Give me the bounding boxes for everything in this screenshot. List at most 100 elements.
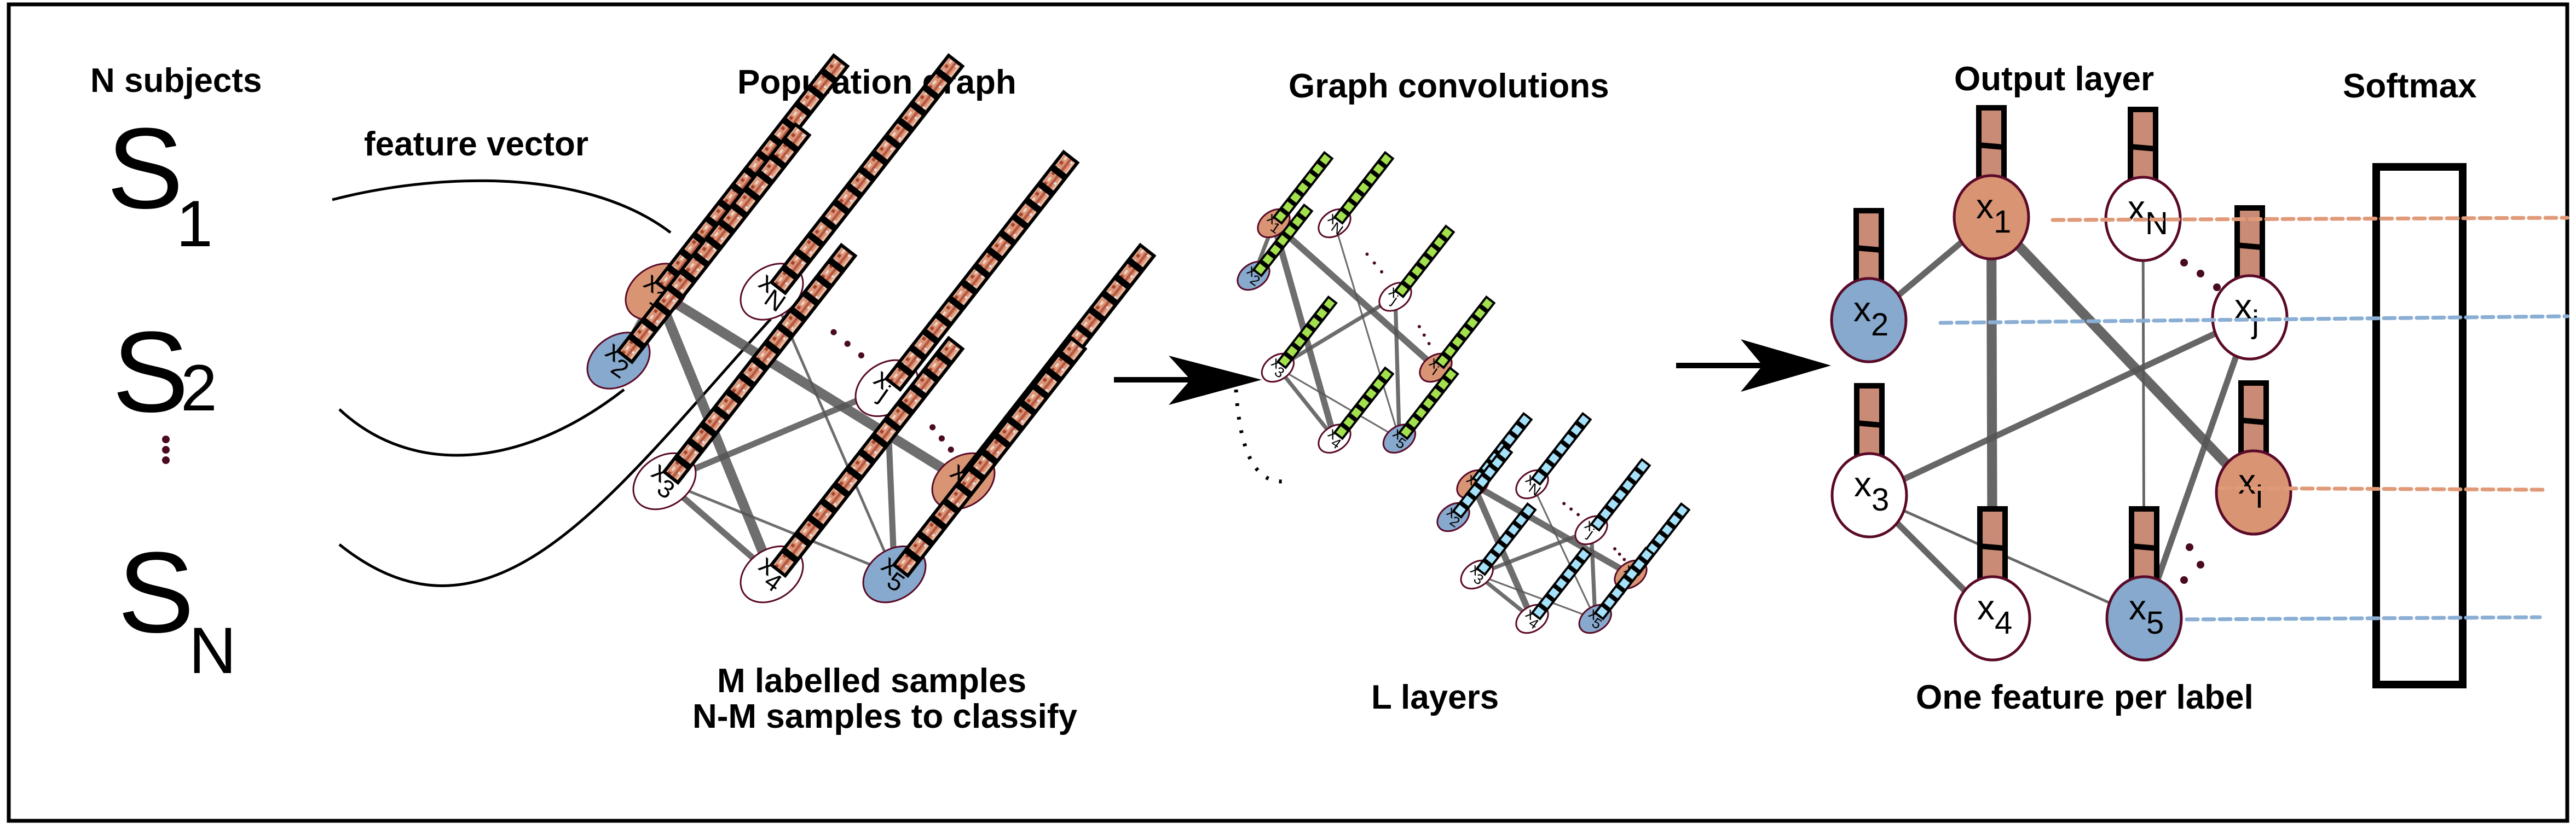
feature-cell	[927, 74, 948, 94]
feature-cell	[1324, 298, 1335, 310]
feature-cell	[743, 362, 764, 382]
feature-cell	[1055, 154, 1076, 175]
feature-cell	[672, 274, 692, 294]
feature-cell	[1423, 398, 1434, 409]
feature-cell	[1285, 225, 1296, 236]
feature-cell	[952, 285, 973, 305]
ellipsis-dot	[938, 435, 945, 442]
feature-cell	[1600, 508, 1612, 519]
feature-cell	[659, 290, 679, 311]
feature-cell	[1478, 562, 1489, 573]
to-classify-caption: N-M samples to classify	[692, 698, 1077, 735]
feature-cell	[812, 504, 833, 525]
feature-cell	[927, 318, 948, 338]
feature-cell	[1604, 597, 1615, 608]
feature-cell	[1373, 379, 1384, 390]
subject-s1: S 1	[107, 104, 213, 260]
feature-cell	[1320, 154, 1331, 165]
feature-cell	[889, 405, 909, 426]
feature-cell	[1556, 578, 1567, 589]
feature-vector-bar	[1452, 444, 1514, 519]
feature-cell	[723, 208, 743, 229]
feature-cell	[1563, 569, 1574, 579]
feature-cell	[1316, 308, 1327, 319]
feature-cell	[1523, 505, 1534, 517]
feature-cell	[914, 90, 935, 111]
feature-cell	[1309, 317, 1320, 328]
feature-cell	[1262, 254, 1274, 265]
node-subscript: 2	[1871, 307, 1888, 343]
feature-vector-bar	[1333, 150, 1395, 225]
feature-cell	[1408, 416, 1419, 428]
class-dashed-line	[2051, 216, 2569, 222]
ellipsis-dot	[948, 447, 954, 453]
feature-cell	[1290, 192, 1301, 203]
node-circle	[2105, 575, 2183, 662]
ellipsis-dot	[1422, 333, 1426, 337]
feature-cell	[973, 455, 994, 476]
feature-cell	[914, 373, 935, 393]
feature-cell	[769, 329, 789, 350]
l-layers-caption: L layers	[1371, 679, 1499, 716]
feature-cell	[1515, 514, 1527, 526]
feature-cell	[1641, 549, 1653, 561]
feature-cell	[684, 258, 704, 278]
node-circle	[1830, 452, 1908, 538]
feature-cell	[1462, 495, 1474, 506]
connector-s1	[332, 179, 672, 234]
feature-cell	[1093, 296, 1113, 317]
feature-cell	[825, 488, 845, 508]
feature-cell	[736, 192, 756, 212]
feature-cell	[965, 269, 986, 289]
ellipsis-dot	[1613, 547, 1617, 551]
feature-cell	[978, 252, 998, 273]
feature-vector-bar	[1272, 150, 1334, 225]
feature-vector-label: feature vector	[364, 125, 588, 163]
feature-vector-bar	[1333, 366, 1395, 440]
feature-cell	[1637, 461, 1648, 472]
feature-cell	[1081, 312, 1101, 333]
feature-cell	[1042, 170, 1062, 191]
ellipsis-dot	[1372, 261, 1376, 265]
output-node-x1: x1	[1953, 105, 2030, 260]
output-feature-divider	[2237, 242, 2263, 250]
graph-edge	[1476, 528, 1592, 577]
output-layer-title: Output layer	[1954, 60, 2154, 98]
feature-cell	[986, 438, 1006, 459]
feature-vector-bar	[1434, 295, 1496, 369]
feature-cell	[794, 296, 815, 317]
connector-sn	[338, 318, 772, 587]
feature-cell	[1358, 182, 1370, 194]
ellipsis-dot	[1618, 552, 1621, 556]
feature-cell	[1106, 280, 1127, 300]
feature-cell	[1626, 569, 1637, 579]
feature-cell	[1541, 462, 1552, 473]
feature-cell	[786, 537, 807, 557]
ellipsis-dot	[1417, 324, 1421, 328]
subject-index: N	[189, 614, 236, 687]
output-feature-divider	[1978, 142, 2005, 150]
node-subscript: 5	[2146, 605, 2164, 641]
feature-cell	[1511, 424, 1523, 436]
feature-cell	[1299, 206, 1310, 218]
feature-cell	[812, 221, 833, 242]
feature-cell	[1050, 357, 1070, 377]
feature-cell	[1305, 173, 1316, 184]
feature-cell	[940, 302, 960, 322]
ellipsis-dot	[2180, 576, 2188, 584]
node-subscript: 1	[1994, 204, 2011, 240]
feature-cell	[633, 323, 654, 344]
feature-cell	[1633, 559, 1645, 570]
feature-cell	[876, 422, 897, 443]
feature-cell	[1608, 498, 1619, 510]
feature-cell	[1279, 355, 1290, 367]
feature-cell	[1336, 426, 1347, 437]
feature-cell	[1358, 398, 1370, 409]
feature-cell	[1016, 203, 1037, 224]
feature-cell	[1366, 388, 1377, 399]
feature-cell	[991, 236, 1012, 257]
feature-vector-bar	[1530, 411, 1592, 486]
graph-edge	[1471, 481, 1632, 578]
feature-cell	[1437, 355, 1448, 367]
